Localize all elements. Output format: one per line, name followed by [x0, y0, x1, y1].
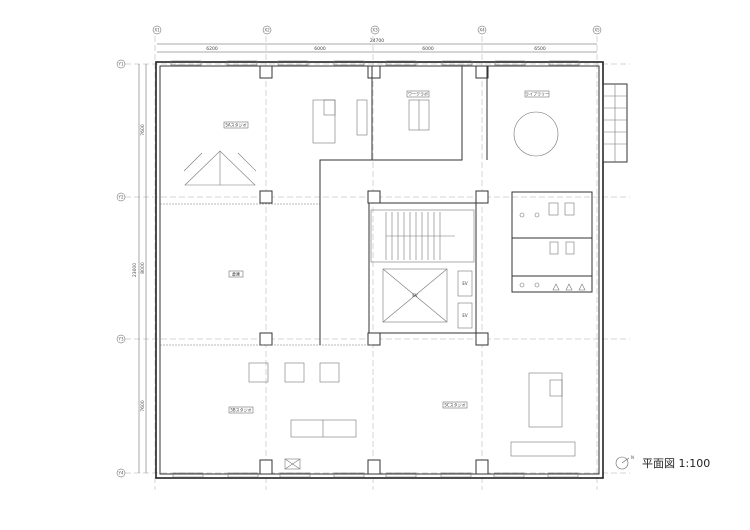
furniture	[183, 99, 576, 470]
dim-x-span: 6000	[422, 46, 434, 52]
axis-y3: Y3	[118, 337, 124, 342]
axis-x1: X1	[154, 28, 160, 33]
stair	[385, 212, 455, 260]
grid-axis-x-labels: X1 X2 X3 X4 X5	[152, 25, 602, 35]
interior-walls	[160, 66, 628, 346]
axis-x5: X5	[594, 28, 600, 33]
dim-x-span: 6200	[206, 46, 218, 52]
dim-y-span: 7600	[140, 124, 146, 136]
dim-x-span: 6500	[534, 46, 546, 52]
axis-y1: Y1	[118, 62, 124, 67]
room-label-5c-studio: 5Cスタジオ	[444, 402, 465, 408]
room-label-5a-studio: 5Aスタジオ	[225, 122, 246, 128]
axis-x2: X2	[264, 28, 270, 33]
dim-total-width: 24700	[370, 38, 384, 44]
grid-lines	[125, 36, 630, 490]
drawing-title: 平面図 1:100	[642, 457, 710, 470]
north-arrow: N	[615, 455, 634, 470]
structural-columns	[259, 65, 489, 475]
axis-x3: X3	[372, 28, 378, 33]
dim-total-depth: 23000	[132, 263, 138, 277]
room-label-5b-studio: 5Bスタジオ	[230, 407, 251, 413]
room-label-storage: 倉庫	[232, 271, 240, 277]
north-label: N	[631, 455, 634, 460]
room-label-ev: EV	[412, 293, 418, 298]
dimension-lines: 24700 6200 6000 6000 6500 23000 7600 800…	[132, 38, 597, 473]
grid-axis-y-labels: Y1 Y2 Y3 Y4	[116, 59, 126, 478]
exterior-walls	[155, 60, 604, 479]
dim-x-span: 6000	[314, 46, 326, 52]
axis-y4: Y4	[118, 471, 124, 476]
dim-y-span: 8000	[140, 262, 146, 274]
axis-y2: Y2	[118, 195, 124, 200]
dim-y-span: 7600	[140, 400, 146, 412]
room-label-work-lab: ワークラボ	[408, 91, 428, 97]
axis-x4: X4	[479, 28, 485, 33]
room-label-ev: EV	[462, 313, 468, 318]
room-labels: 5Aスタジオ ワークラボ ライブラリー 倉庫 5Bスタジオ 5Cスタジオ EV …	[223, 91, 550, 414]
room-label-ev: EV	[462, 281, 468, 286]
room-label-library: ライブラリー	[525, 91, 549, 97]
